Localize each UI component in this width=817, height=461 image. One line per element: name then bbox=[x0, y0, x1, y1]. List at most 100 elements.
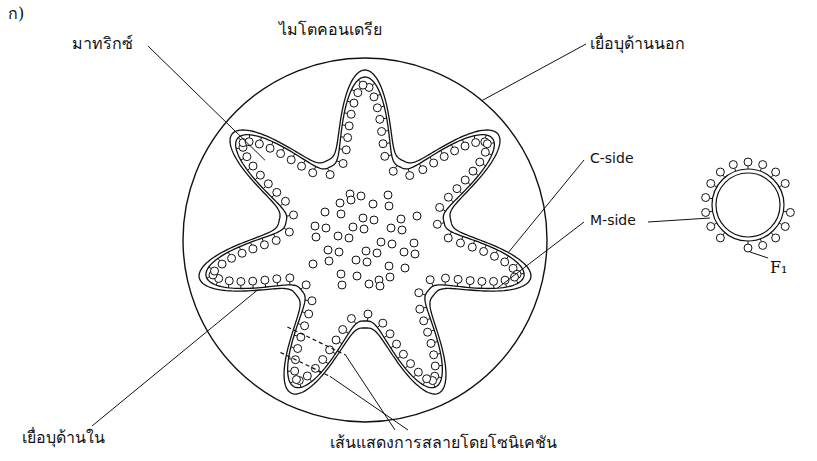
f1-particle bbox=[305, 310, 313, 318]
leader-line bbox=[497, 222, 584, 288]
f1-particle bbox=[379, 319, 387, 327]
f1-particle bbox=[357, 192, 365, 200]
f1-particle bbox=[406, 172, 414, 180]
f1-particle bbox=[364, 310, 372, 318]
f1-particle bbox=[211, 267, 219, 275]
leader-line bbox=[148, 46, 265, 160]
f1-particle bbox=[440, 153, 448, 161]
f1-particle bbox=[444, 234, 452, 242]
f1-particle bbox=[311, 222, 319, 230]
f1-particle bbox=[386, 273, 394, 281]
f1-particle bbox=[285, 228, 293, 236]
f1-particle bbox=[319, 356, 327, 364]
f1-particle bbox=[298, 162, 306, 170]
inner-membrane-outer-line bbox=[199, 70, 531, 394]
f1-particle bbox=[476, 158, 484, 166]
vesicle-membrane bbox=[712, 169, 784, 241]
f1-particle bbox=[256, 171, 264, 179]
f1-particle bbox=[385, 262, 393, 270]
f1-particle bbox=[352, 256, 360, 264]
f1-particle bbox=[273, 188, 281, 196]
f1-particle bbox=[461, 142, 469, 150]
f1-particle bbox=[416, 305, 424, 313]
f1-particle bbox=[277, 150, 285, 158]
f1-particle bbox=[308, 297, 316, 305]
f1-particle bbox=[336, 199, 344, 207]
part-label: M-side bbox=[590, 212, 636, 229]
f1-particle bbox=[238, 249, 246, 257]
f1-particle bbox=[423, 375, 431, 383]
f1-particle bbox=[338, 281, 346, 289]
f1-particle bbox=[347, 196, 355, 204]
f1-particle bbox=[347, 315, 355, 323]
f1-particle bbox=[468, 243, 476, 251]
part-label: เยื่อบุด้านใน bbox=[22, 428, 105, 447]
f1-particle bbox=[261, 276, 269, 284]
f1-particle bbox=[324, 246, 332, 254]
f1-particle bbox=[424, 328, 432, 336]
f1-particle bbox=[431, 362, 439, 370]
f1-particle bbox=[388, 240, 396, 248]
f1-particle bbox=[291, 367, 299, 375]
f1-particle bbox=[345, 234, 353, 242]
outer-membrane bbox=[183, 58, 547, 422]
f1-particle bbox=[385, 202, 393, 210]
f1-particle bbox=[427, 339, 435, 347]
f1-particle bbox=[483, 140, 491, 148]
f1-particle bbox=[400, 248, 408, 256]
part-label: เส้นแสดงการสลายโดยโซนิเคชัน bbox=[330, 433, 557, 452]
f1-particle bbox=[337, 270, 345, 278]
f1-particle bbox=[360, 225, 368, 233]
f1-particle bbox=[411, 250, 419, 258]
f1-particle bbox=[345, 122, 353, 130]
f1-particle bbox=[326, 171, 334, 179]
leader-lines bbox=[92, 44, 768, 430]
f1-particle bbox=[759, 161, 767, 169]
f1-particle bbox=[461, 176, 469, 184]
f1-particle bbox=[410, 239, 418, 247]
f1-particle bbox=[415, 289, 423, 297]
f1-particle bbox=[342, 146, 350, 154]
f1-particle bbox=[301, 322, 309, 330]
f1-particle bbox=[376, 282, 384, 290]
leader-line bbox=[92, 290, 257, 426]
f1-particle bbox=[344, 134, 352, 142]
leader-line bbox=[750, 252, 768, 258]
f1-particle bbox=[266, 144, 274, 152]
f1-particle bbox=[309, 260, 317, 268]
f1-particle bbox=[702, 194, 710, 202]
f1-particle bbox=[387, 224, 395, 232]
f1-particle bbox=[373, 249, 381, 257]
f1-particle bbox=[490, 252, 498, 260]
f1-particle bbox=[414, 368, 422, 376]
f1-particle bbox=[225, 277, 233, 285]
vesicle-particles bbox=[702, 158, 795, 252]
f1-particle bbox=[359, 214, 367, 222]
f1-particle bbox=[354, 89, 362, 97]
f1-particle bbox=[716, 234, 724, 242]
f1-particle bbox=[249, 162, 257, 170]
diagram-title: ไมโตคอนเดรีย bbox=[279, 20, 382, 39]
f1-particle bbox=[451, 147, 459, 155]
f1-particle bbox=[393, 340, 401, 348]
f1-particle bbox=[716, 168, 724, 176]
f1-particle bbox=[309, 169, 317, 177]
f1-particle bbox=[249, 245, 257, 253]
f1-particle bbox=[781, 223, 789, 231]
leader-line bbox=[330, 376, 408, 430]
f1-particle bbox=[228, 254, 236, 262]
sonication-line bbox=[287, 327, 345, 355]
f1-particle bbox=[339, 326, 347, 334]
f1-particle bbox=[365, 280, 373, 288]
f1-particle bbox=[430, 159, 438, 167]
inner-membrane-inner-line bbox=[206, 77, 524, 388]
vesicle-membrane bbox=[716, 173, 780, 237]
f1-particle bbox=[370, 93, 378, 101]
f1-particle bbox=[772, 234, 780, 242]
f1-particle bbox=[264, 180, 272, 188]
f1-particle bbox=[260, 241, 268, 249]
f1-particle bbox=[407, 360, 415, 368]
f1-particle bbox=[469, 167, 477, 175]
f1-particle bbox=[381, 152, 389, 160]
